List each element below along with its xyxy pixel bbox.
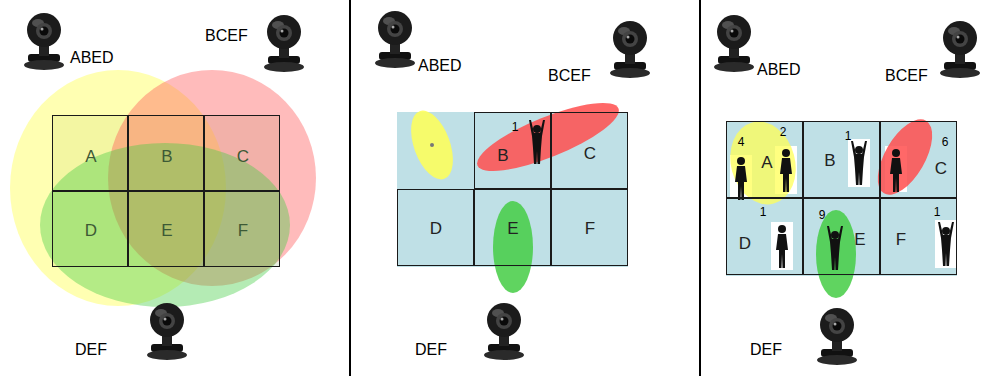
camera-label: ABED (757, 62, 801, 78)
grid-cell: F (551, 189, 628, 266)
cell-letter: A (761, 154, 772, 171)
grid-cell: E (474, 189, 551, 266)
callout-number: 4 (738, 136, 745, 148)
camera-label: DEF (75, 342, 107, 358)
grid-cell: E (128, 191, 204, 267)
grid-cell: D (397, 189, 474, 266)
callout-number: 6 (942, 136, 949, 148)
camera-label: BCEF (205, 28, 248, 44)
grid-cell: C (551, 112, 628, 189)
cell-letter: C (237, 148, 249, 165)
camera-label: DEF (415, 342, 447, 358)
cell-letter: F (585, 220, 595, 237)
cell-letter: F (896, 231, 906, 248)
camera-label: ABED (70, 50, 114, 66)
callout-number: 2 (780, 126, 787, 138)
camera-label: BCEF (885, 68, 928, 84)
callout-number: 1 (934, 206, 941, 218)
cell-letter: B (497, 147, 508, 164)
grid-cell: C (204, 115, 280, 191)
camera-label: BCEF (548, 68, 591, 84)
grid-cell: B (128, 115, 204, 191)
grid-cell: D (52, 191, 128, 267)
cell-letter: B (824, 152, 835, 169)
grid-cell: C6 (880, 121, 957, 198)
cell-letter: E (854, 231, 865, 248)
cell-letter: D (430, 220, 442, 237)
grid-cell: A 4 2 (726, 121, 803, 198)
grid-cell: A (52, 115, 128, 191)
camera-label: ABED (418, 58, 462, 74)
callout-number: 1 (760, 206, 767, 218)
grid-cell: B1 (803, 121, 880, 198)
grid-cell: F (204, 191, 280, 267)
cell-letter: E (507, 220, 518, 237)
grid-cell: B1 (474, 112, 551, 189)
grid-cell: E9 (803, 198, 880, 275)
cell-letter: C (935, 160, 947, 177)
grid-cell: D1 (726, 198, 803, 275)
cell-letter: D (85, 222, 97, 239)
grid-cell: F1 (880, 198, 957, 275)
callout-number: 1 (845, 130, 852, 142)
callout-number: 9 (819, 209, 826, 221)
cell-letter: F (238, 222, 248, 239)
cell-letter: D (739, 235, 751, 252)
cell-letter: E (161, 222, 172, 239)
cell-letter: B (161, 148, 172, 165)
camera-label: DEF (750, 342, 782, 358)
callout-number: 1 (512, 121, 519, 133)
cell-letter: C (584, 145, 596, 162)
cell-letter: A (85, 148, 96, 165)
